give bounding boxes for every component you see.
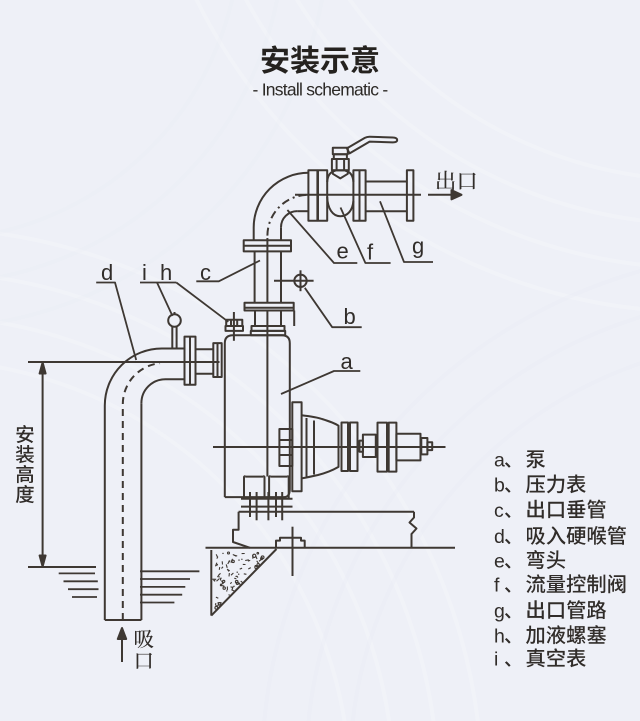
svg-text:e: e <box>337 239 349 264</box>
svg-text:g: g <box>494 600 505 622</box>
svg-text:g: g <box>412 234 424 259</box>
svg-text:i: i <box>142 260 147 285</box>
svg-text:f: f <box>494 575 500 597</box>
svg-text:i: i <box>494 649 498 671</box>
svg-text:a: a <box>341 349 354 374</box>
svg-text:c: c <box>494 500 504 522</box>
svg-text:d: d <box>101 260 113 285</box>
svg-text:h: h <box>160 260 172 285</box>
svg-text:d: d <box>494 526 505 548</box>
svg-text:b: b <box>494 475 505 497</box>
svg-text:c: c <box>200 260 211 285</box>
svg-text:h: h <box>494 625 505 647</box>
svg-text:b: b <box>344 304 356 329</box>
svg-text:e: e <box>494 550 505 572</box>
svg-text:f: f <box>367 240 374 265</box>
svg-text:- Install schematic -: - Install schematic - <box>253 80 389 100</box>
svg-text:a: a <box>494 450 505 472</box>
